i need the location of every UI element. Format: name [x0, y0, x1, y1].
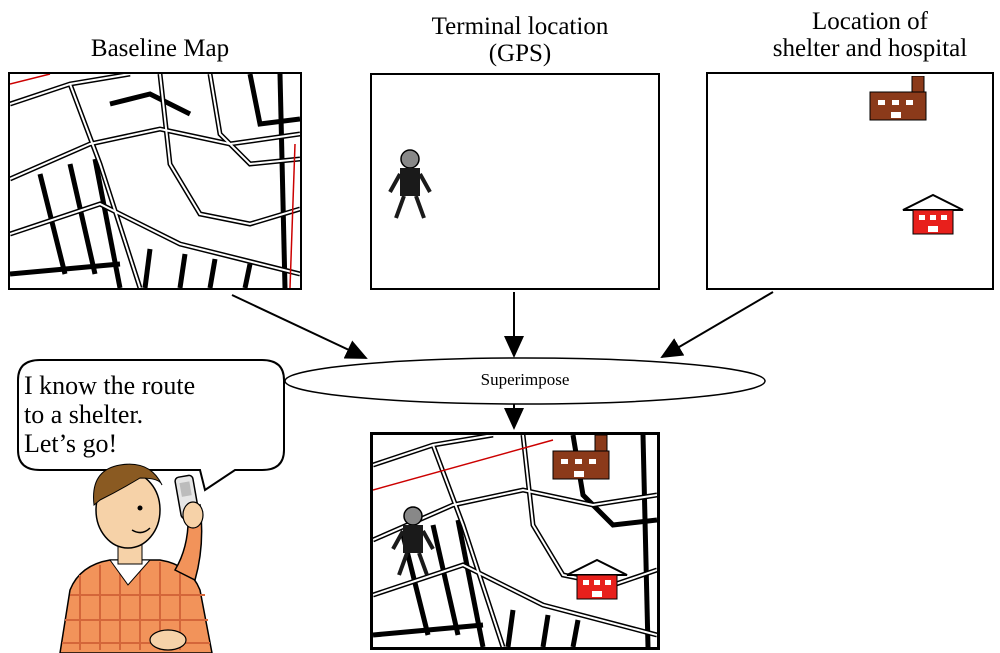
result-shelter-icon — [566, 558, 628, 600]
arrow-facilities-to-superimpose — [660, 291, 774, 359]
result-hospital-icon — [552, 435, 610, 480]
hospital-icon — [869, 76, 927, 121]
superimposed-result-panel — [370, 432, 660, 650]
superimpose-label: Superimpose — [480, 370, 570, 389]
terminal-location-panel — [370, 73, 660, 290]
speech-bubble-text: I know the route to a shelter. Let’s go! — [24, 371, 284, 458]
shelter-hospital-title-line1: Location of — [812, 8, 928, 35]
speech-line-3: Let’s go! — [24, 429, 118, 458]
terminal-location-title: Terminal location (GPS) — [380, 13, 660, 67]
shelter-hospital-title: Location of shelter and hospital — [735, 8, 1000, 62]
speech-line-1: I know the route — [24, 371, 196, 400]
arrow-map-to-superimpose — [231, 294, 368, 359]
speech-line-2: to a shelter. — [24, 400, 144, 429]
baseline-map-title: Baseline Map — [40, 35, 280, 62]
baseline-map-title-text: Baseline Map — [90, 35, 230, 62]
shelter-icon — [902, 193, 964, 235]
shelter-hospital-title-line2: shelter and hospital — [772, 35, 968, 62]
person-icon — [388, 149, 432, 219]
terminal-location-title-line2: (GPS) — [488, 40, 552, 67]
shelter-hospital-panel — [706, 72, 994, 290]
baseline-map-panel — [8, 72, 302, 290]
terminal-location-title-line1: Terminal location — [431, 13, 609, 40]
result-person-icon — [391, 506, 435, 576]
baseline-map-image — [10, 74, 300, 288]
